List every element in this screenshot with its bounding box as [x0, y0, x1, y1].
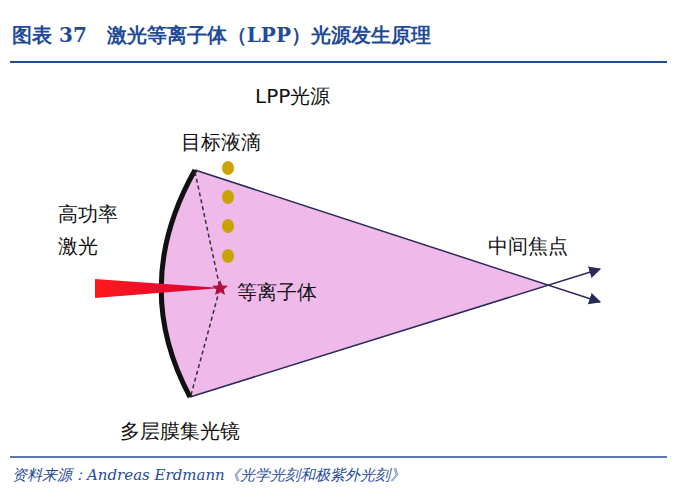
ray-bottom [190, 269, 600, 397]
plasma-star [212, 280, 228, 295]
dashed-ray [191, 288, 220, 395]
focus-label: 中间焦点 [488, 230, 568, 262]
title-rule [10, 61, 667, 63]
light-cone [161, 170, 548, 397]
laser-label: 高功率 激光 [58, 198, 124, 262]
caption-rule [10, 456, 667, 458]
collector-mirror [161, 170, 195, 397]
laser-beam [95, 279, 221, 298]
figure-title: 图表 37 激光等离子体（LPP）光源发生原理 [12, 22, 431, 49]
source-caption: 资料来源：Andreas Erdmann《光学光刻和极紫外光刻》 [12, 466, 405, 485]
plasma-label: 等离子体 [237, 276, 317, 308]
droplets [222, 161, 234, 263]
mirror-label: 多层膜集光镜 [120, 415, 240, 447]
droplet-label: 目标液滴 [181, 126, 261, 158]
source-label: LPP光源 [255, 80, 330, 112]
dashed-ray [195, 172, 220, 288]
